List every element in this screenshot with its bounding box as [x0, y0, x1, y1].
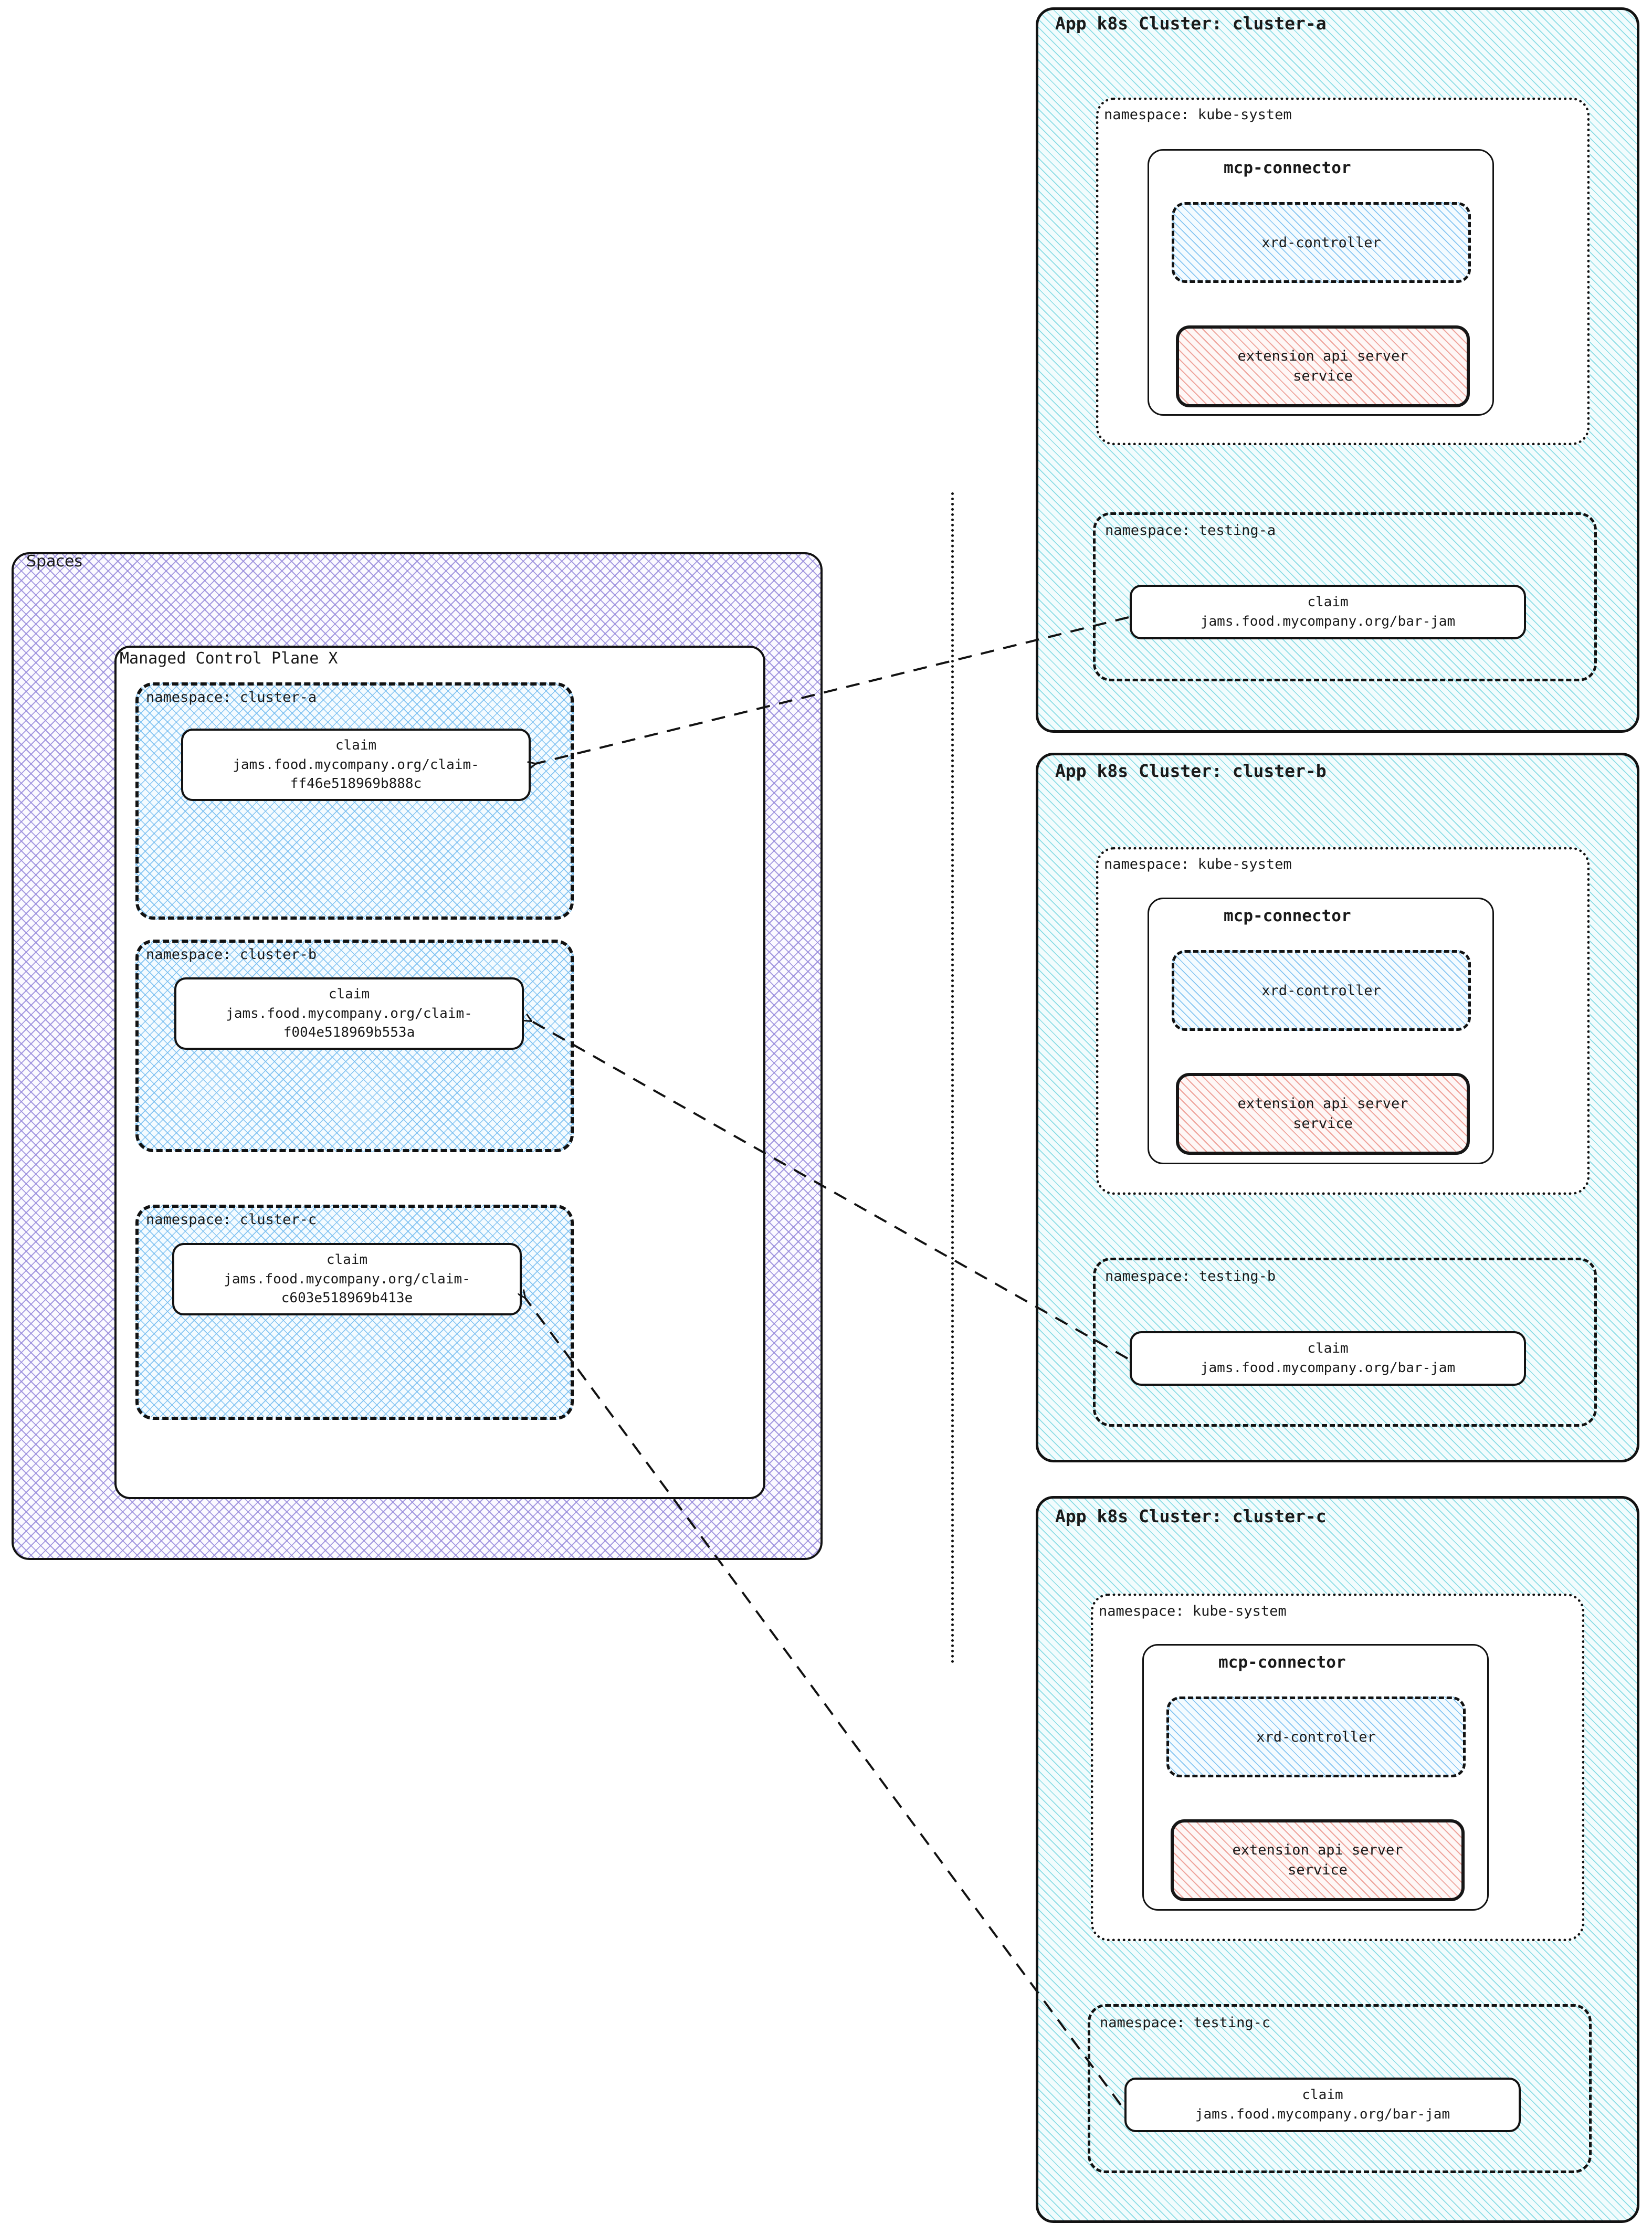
claim-cluster-b[interactable]: claim jams.food.mycompany.org/claim- f00… — [174, 977, 524, 1050]
cluster-b-claim[interactable]: claim jams.food.mycompany.org/bar-jam — [1130, 1331, 1526, 1386]
cluster-c-extension-api-server: extension api server service — [1171, 1819, 1465, 1901]
claim-kind: claim — [1307, 1341, 1349, 1357]
claim-ref: jams.food.mycompany.org/bar-jam — [1200, 614, 1456, 629]
claim-ref: jams.food.mycompany.org/claim- c603e5189… — [224, 1271, 470, 1306]
cluster-a-xrd-controller: xrd-controller — [1172, 202, 1471, 283]
cluster-b-extension-api-server: extension api server service — [1176, 1073, 1470, 1155]
cluster-c-xrd-controller-label: xrd-controller — [1256, 1729, 1376, 1745]
cluster-a-extension-api-server-label: extension api server service — [1237, 347, 1408, 384]
claim-ref: jams.food.mycompany.org/claim- ff46e5189… — [233, 756, 479, 792]
claim-kind: claim — [335, 737, 377, 753]
cluster-a-claim[interactable]: claim jams.food.mycompany.org/bar-jam — [1130, 585, 1526, 639]
cluster-a-xrd-controller-label: xrd-controller — [1261, 234, 1381, 251]
vertical-divider — [951, 492, 954, 1664]
namespace-cluster-a — [135, 682, 574, 920]
claim-ref: jams.food.mycompany.org/bar-jam — [1200, 1360, 1456, 1376]
cluster-c-xrd-controller: xrd-controller — [1166, 1696, 1466, 1777]
cluster-c-claim[interactable]: claim jams.food.mycompany.org/bar-jam — [1124, 2078, 1521, 2132]
claim-cluster-a[interactable]: claim jams.food.mycompany.org/claim- ff4… — [181, 729, 531, 801]
cluster-b-xrd-controller-label: xrd-controller — [1261, 982, 1381, 999]
claim-kind: claim — [326, 1251, 368, 1268]
claim-kind: claim — [1307, 594, 1349, 610]
claim-ref: jams.food.mycompany.org/claim- f004e5189… — [226, 1005, 472, 1041]
cluster-c-extension-api-server-label: extension api server service — [1232, 1841, 1403, 1878]
cluster-b-xrd-controller: xrd-controller — [1172, 950, 1471, 1031]
claim-ref: jams.food.mycompany.org/bar-jam — [1195, 2106, 1450, 2122]
claim-kind: claim — [328, 986, 370, 1002]
claim-kind: claim — [1302, 2087, 1343, 2103]
cluster-a-namespace-testing — [1093, 512, 1597, 681]
cluster-a-extension-api-server: extension api server service — [1176, 325, 1470, 407]
cluster-b-extension-api-server-label: extension api server service — [1237, 1095, 1408, 1132]
claim-cluster-c[interactable]: claim jams.food.mycompany.org/claim- c60… — [172, 1243, 522, 1315]
